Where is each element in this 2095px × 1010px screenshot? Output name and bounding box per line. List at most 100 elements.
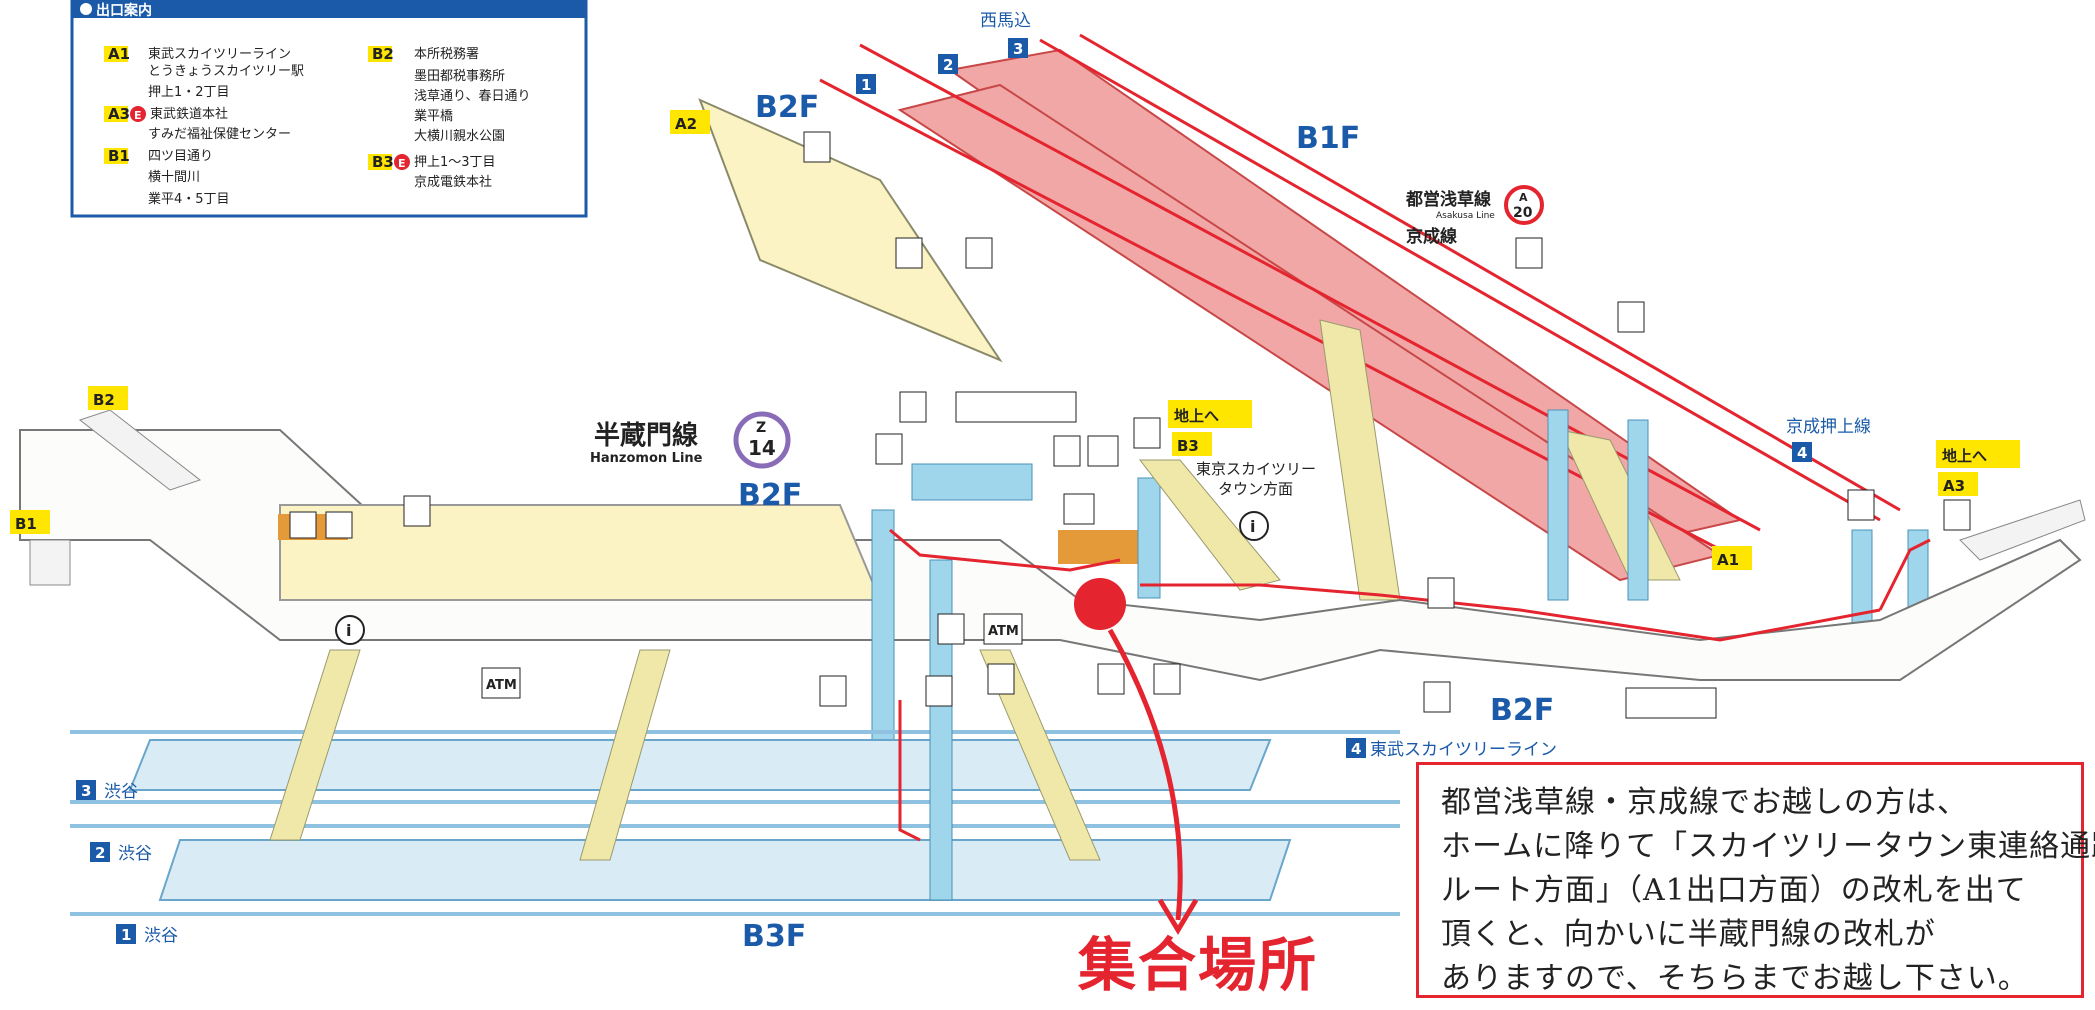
exit-stairs <box>29 409 2086 586</box>
hanzomon-concourse <box>19 429 2082 771</box>
fare-adjust-icon <box>1053 435 1081 467</box>
dir-nishimagome: 西馬込 <box>980 11 1031 31</box>
exit-b3: B3 <box>1177 437 1199 455</box>
meeting-point-dot <box>1074 578 1126 630</box>
legend-b2-line2: 墨田都税事務所 <box>414 69 505 84</box>
exit-a3: A3 <box>1943 477 1965 495</box>
svg-text:3: 3 <box>1013 40 1023 58</box>
restroom-icon <box>803 131 831 163</box>
escalator-icon <box>1943 499 1971 531</box>
tobu-mark-icon <box>394 154 410 170</box>
svg-text:3: 3 <box>81 782 91 800</box>
svg-text:14: 14 <box>748 436 776 460</box>
exit-icon <box>80 3 92 15</box>
locker-icon <box>987 663 1015 695</box>
exit-b2-stairs <box>78 409 202 491</box>
note-line-5: ありますので、そちらまでお越し下さい。 <box>1441 961 2029 996</box>
dir-tobu: 東武スカイツリーライン <box>1370 740 1557 760</box>
b2f-walkway <box>19 429 2082 682</box>
dir-shibuya-1: 渋谷 <box>144 926 178 946</box>
floor-label-b1f: B1F <box>1296 121 1360 156</box>
dir-keisei-oshiage: 京成押上線 <box>1786 417 1871 437</box>
to-ground-a3: 地上へ <box>1942 447 1987 465</box>
platform-1-shibuya-badge <box>116 924 136 944</box>
svg-text:E: E <box>398 157 406 170</box>
hanzomon-platforms <box>70 559 1400 916</box>
legend-title: 出口案内 <box>96 2 152 19</box>
b2f-concourse-floor <box>279 504 882 601</box>
hanzomon-line-icon <box>733 411 791 469</box>
legend-a1-line2: とうきょうスカイツリー駅 <box>148 64 304 79</box>
stairs-to-b3 <box>1138 459 1281 591</box>
station-staff-icon <box>1427 577 1455 609</box>
ticket-office <box>1058 530 1148 564</box>
platform-2-badge <box>938 54 958 74</box>
svg-text:ATM: ATM <box>486 678 517 693</box>
aed-icon <box>1097 663 1125 695</box>
to-ground-b3: 地上へ <box>1174 407 1219 425</box>
keisei-line-name: 京成線 <box>1406 226 1457 247</box>
hanzomon-line-name: 半蔵門線 <box>594 420 698 451</box>
floor-label-b3f: B3F <box>742 919 806 954</box>
legend-b3-line2: 京成電鉄本社 <box>414 174 492 190</box>
elevator-icon <box>1133 417 1161 449</box>
legend-a3-line2: すみだ福祉保健センター <box>148 127 291 142</box>
platform-stairs <box>269 649 361 841</box>
note-line-1: 都営浅草線・京成線でお越しの方は、 <box>1441 785 1968 820</box>
escalator-icon <box>819 675 847 707</box>
restroom-accessible-icon <box>1625 687 1717 719</box>
legend-b2-line4: 業平橋 <box>414 108 453 124</box>
exit-a2: A2 <box>675 115 697 133</box>
floor-label-b2f-center: B2F <box>738 478 802 513</box>
exit-a3-stairs <box>1959 499 2086 561</box>
svg-text:A1: A1 <box>108 45 130 63</box>
note-line-4: 頂くと、向かいに半蔵門線の改札が <box>1441 917 1936 952</box>
facility-icons: i i ATM ATM <box>289 131 1971 719</box>
svg-text:1: 1 <box>861 76 871 94</box>
platform-1-badge <box>856 74 876 94</box>
fare-adjust-icon <box>289 511 317 539</box>
ticket-machine-icon <box>325 511 353 539</box>
hanzomon-line-badge: 半蔵門線 Hanzomon Line Z 14 <box>590 411 791 469</box>
elevator-icon <box>1617 301 1645 333</box>
svg-text:2: 2 <box>943 56 953 74</box>
restroom-accessible-icon <box>955 391 1077 423</box>
arrow-head-icon <box>1157 898 1199 935</box>
elevator-shaft <box>929 559 953 901</box>
ticket-machine-icon <box>895 237 923 269</box>
station-staff-icon <box>1063 493 1095 525</box>
legend-b2-line3: 浅草通り、春日通り <box>414 89 530 104</box>
dir-shibuya-3: 渋谷 <box>104 782 138 802</box>
escalator-icon <box>1515 237 1543 269</box>
info-icon <box>335 615 365 645</box>
exit-b2: B2 <box>93 391 115 409</box>
platform-stairs <box>579 649 671 861</box>
platform-3-badge <box>1008 38 1028 58</box>
ticket-machine-icon <box>1087 435 1119 467</box>
locker-icon <box>937 613 965 645</box>
tobu-mark-icon <box>130 106 146 122</box>
svg-text:4: 4 <box>1797 444 1807 462</box>
platform-4-badge <box>1792 442 1812 462</box>
asakusa-line-en: Asakusa Line <box>1436 211 1495 221</box>
legend-a3-line1: 東武鉄道本社 <box>150 106 228 122</box>
svg-text:i: i <box>346 621 351 640</box>
svg-text:A3: A3 <box>108 105 130 123</box>
legend-b1-line3: 業平4・5丁目 <box>148 191 230 207</box>
dir-shibuya-2: 渋谷 <box>118 844 152 864</box>
exit-b1-stairs <box>29 539 71 586</box>
phone-icon <box>1153 663 1181 695</box>
floor-label-b2f-east: B2F <box>1490 693 1554 728</box>
fare-gate-area <box>911 463 1033 501</box>
platform-4-tobu-badge <box>1346 738 1366 758</box>
platform-2-shibuya-badge <box>90 842 110 862</box>
svg-text:4: 4 <box>1351 740 1361 758</box>
exit-b1: B1 <box>15 515 37 533</box>
hanzomon-line-en: Hanzomon Line <box>590 451 703 466</box>
svg-text:ATM: ATM <box>988 624 1019 639</box>
meeting-point-marker <box>1074 578 1199 935</box>
note-line-3: ルート方面」（A1出口方面）の改札を出て <box>1441 873 2027 908</box>
atm-icon <box>481 667 521 699</box>
